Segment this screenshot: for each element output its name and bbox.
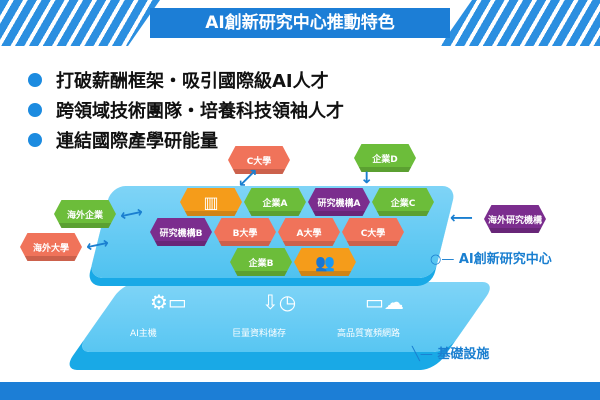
node-building: ▥ bbox=[180, 188, 242, 216]
bullet-item: 打破薪酬框架・吸引國際級AI人才 bbox=[28, 67, 329, 93]
node-corp-b: 企業B bbox=[230, 248, 292, 276]
bullet-dot-icon bbox=[28, 73, 42, 87]
node-b-university: B大學 bbox=[214, 218, 276, 246]
callout-line-icon: ○— bbox=[430, 252, 455, 267]
bullet-text: 連結國際產學研能量 bbox=[56, 131, 218, 152]
center-label: AI創新研究中心 bbox=[458, 252, 552, 267]
bullet-item: 跨領域技術團隊・培養科技領袖人才 bbox=[28, 97, 344, 123]
page-title: AI創新研究中心推動特色 bbox=[150, 8, 450, 38]
node-overseas-univ: 海外大學 bbox=[20, 233, 82, 261]
infra-ai-host: AI主機 bbox=[130, 329, 157, 339]
bullet-text: 打破薪酬框架・吸引國際級AI人才 bbox=[56, 71, 329, 92]
header-stripe-right bbox=[440, 0, 600, 46]
infra-callout: ╲— 基礎設施 bbox=[412, 343, 489, 362]
building-icon: ▥ bbox=[203, 192, 219, 212]
node-c-university-top: C大學 bbox=[228, 146, 290, 174]
header-stripe-left bbox=[0, 0, 160, 46]
center-callout: ○— AI創新研究中心 bbox=[430, 248, 552, 267]
bullet-dot-icon bbox=[28, 103, 42, 117]
infra-data-storage: 巨量資料儲存 bbox=[232, 329, 287, 339]
node-people: 👥 bbox=[294, 248, 356, 276]
storage-clock-icon: ⇩◷ bbox=[262, 290, 297, 314]
node-corp-c: 企業C bbox=[372, 188, 434, 216]
callout-line-icon: ╲— bbox=[412, 347, 433, 362]
people-icon: 👥 bbox=[315, 252, 335, 272]
bullet-dot-icon bbox=[28, 133, 42, 147]
node-research-b: 研究機構B bbox=[150, 218, 212, 246]
node-a-university: A大學 bbox=[278, 218, 340, 246]
infra-network: 高品質寬頻網路 bbox=[337, 329, 401, 339]
bullet-item: 連結國際產學研能量 bbox=[28, 127, 218, 153]
node-overseas-research: 海外研究機構 bbox=[484, 205, 546, 233]
server-monitor-icon: ⚙▭ bbox=[150, 290, 187, 314]
footer-band bbox=[0, 382, 600, 400]
node-corp-a: 企業A bbox=[244, 188, 306, 216]
node-overseas-corp: 海外企業 bbox=[54, 200, 116, 228]
infra-label: 基礎設施 bbox=[437, 347, 490, 362]
node-corp-d: 企業D bbox=[354, 144, 416, 172]
node-research-a: 研究機構A bbox=[308, 188, 370, 216]
network-cloud-icon: ▭☁ bbox=[365, 290, 404, 314]
arrow-icon: ⟵ bbox=[450, 208, 473, 227]
node-c-university: C大學 bbox=[342, 218, 404, 246]
bullet-text: 跨領域技術團隊・培養科技領袖人才 bbox=[56, 101, 344, 122]
